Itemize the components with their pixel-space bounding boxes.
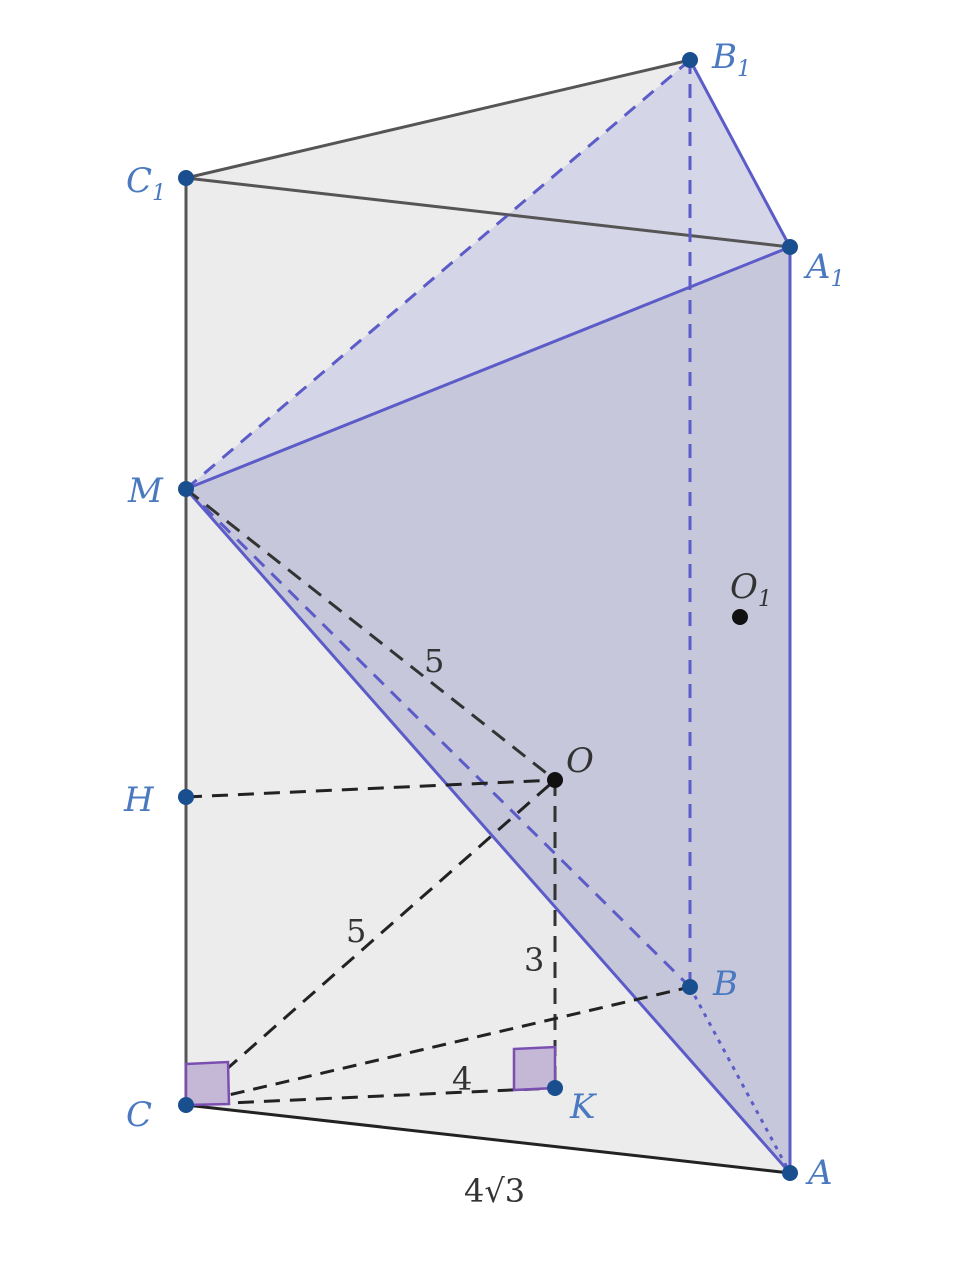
point-C <box>178 1097 194 1113</box>
segment-M-O <box>185 487 556 782</box>
measure-CA: 4√3 <box>464 1172 525 1210</box>
label-C: C <box>126 1095 152 1135</box>
point-B1 <box>682 52 698 68</box>
measure-CO: 5 <box>346 912 366 950</box>
point-O <box>547 772 563 788</box>
measure-OK: 3 <box>524 941 544 979</box>
label-H: H <box>123 780 155 820</box>
label-C1: C1 <box>126 161 166 206</box>
label-O1: O1 <box>730 567 772 612</box>
segment-C-O <box>185 778 556 1107</box>
point-C1 <box>178 170 194 186</box>
label-K: K <box>569 1087 598 1127</box>
edge-C1-B1 <box>185 58 691 180</box>
segment-C-K <box>185 1086 556 1107</box>
label-O: O <box>566 741 594 781</box>
edge-C-A <box>185 1103 791 1175</box>
point-A <box>782 1165 798 1181</box>
section-plane-face <box>186 247 790 1173</box>
label-A: A <box>805 1153 833 1193</box>
segment-C-B <box>185 985 691 1107</box>
segment-H-O <box>185 778 556 799</box>
right-angle-marker-C <box>184 1060 231 1107</box>
label-B1: B1 <box>711 37 751 82</box>
label-M: M <box>127 471 164 511</box>
edge-M-A <box>184 488 792 1174</box>
point-B <box>682 979 698 995</box>
edge-B1-A1 <box>688 59 792 248</box>
point-H <box>178 789 194 805</box>
section-upper-face <box>186 60 790 489</box>
point-K <box>547 1080 563 1096</box>
point-A1 <box>782 239 798 255</box>
point-O1 <box>732 609 748 625</box>
measure-CK: 4 <box>452 1060 472 1098</box>
point-M <box>178 481 194 497</box>
measure-MO: 5 <box>424 642 444 680</box>
label-B: B <box>712 964 738 1004</box>
label-A1: A1 <box>803 247 845 292</box>
